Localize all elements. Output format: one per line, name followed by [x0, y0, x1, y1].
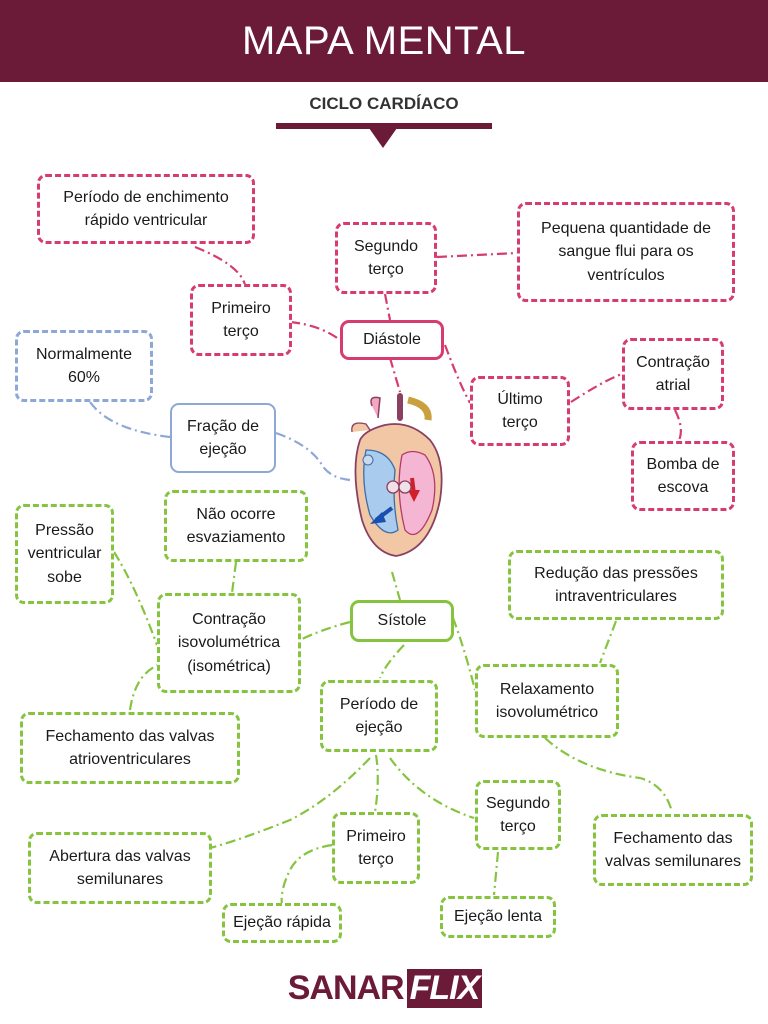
node-ejecao-rapida: Ejeção rápida: [222, 903, 342, 943]
connector-diastole-ultimo: [443, 344, 471, 404]
node-periodo-enchimento: Período de enchimento rápido ventricular: [37, 174, 255, 244]
node-nao-ocorre: Não ocorre esvaziamento: [164, 490, 308, 562]
node-contracao-isovolumetrica: Contração isovolumétrica (isométrica): [157, 593, 301, 693]
connector-periodo-segundo: [389, 757, 475, 820]
connector-periodo-primeiro: [373, 754, 379, 813]
node-bomba-escova: Bomba de escova: [631, 441, 735, 511]
node-sistole: Sístole: [350, 600, 454, 642]
connector-segundo-lenta: [492, 851, 500, 896]
node-fechamento-av: Fechamento das valvas atrioventriculares: [20, 712, 240, 784]
node-abertura-semilunares: Abertura das valvas semilunares: [28, 832, 212, 904]
node-contracao-atrial: Contração atrial: [622, 338, 724, 410]
connector-normalmente-fracao: [89, 401, 171, 439]
connector-contracao-bomba: [674, 409, 682, 443]
node-normalmente: Normalmente 60%: [15, 330, 153, 402]
connector-diastole-heart: [388, 357, 402, 393]
connector-fechamento-contracao: [128, 663, 159, 711]
connector-primeiro-rapida: [280, 843, 333, 906]
connector-primeiro-diastole: [289, 320, 341, 341]
connector-sistole-contracao: [299, 620, 351, 641]
connector-segundo-diastole: [383, 293, 392, 321]
connector-reducao-relaxamento: [598, 620, 618, 664]
connector-heart-sistole: [390, 571, 402, 601]
connector-sistole-relaxamento: [451, 617, 477, 691]
connector-relaxamento-fechamento: [544, 737, 674, 813]
connector-sistole-periodo: [378, 644, 405, 679]
node-diastole: Diástole: [340, 320, 444, 360]
connector-pressao-contracao: [113, 551, 159, 646]
connector-fracao-heart: [275, 431, 351, 482]
page-title: MAPA MENTAL: [241, 18, 527, 63]
node-pressao-ventricular: Pressão ventricular sobe: [15, 504, 114, 604]
brand-logo-part1: SANAR: [287, 968, 405, 1007]
node-fechamento-semilunares: Fechamento das valvas semilunares: [593, 814, 753, 886]
connector-enchimento-primeiro: [194, 245, 247, 286]
subtitle-arrow-icon: [369, 128, 397, 148]
node-pequena-quantidade: Pequena quantidade de sangue flui para o…: [517, 202, 735, 302]
connector-naoocorre-contracao: [230, 561, 238, 594]
section-subtitle: CICLO CARDÍACO: [309, 94, 459, 113]
connector-periodo-abertura: [209, 757, 371, 850]
node-primeiro-terco-diastole: Primeiro terço: [190, 284, 292, 356]
node-primeiro-terco-sistole: Primeiro terço: [332, 812, 420, 884]
connector-ultimo-contracao: [570, 372, 623, 403]
node-ultimo-terco: Último terço: [470, 376, 570, 446]
node-segundo-terco-diastole: Segundo terço: [335, 222, 437, 294]
node-segundo-terco-sistole: Segundo terço: [475, 780, 561, 850]
node-fracao-ejecao: Fração de ejeção: [170, 403, 276, 473]
node-reducao-pressoes: Redução das pressões intraventriculares: [508, 550, 724, 620]
connector-segundo-pequena: [436, 251, 518, 259]
node-relaxamento: Relaxamento isovolumétrico: [475, 664, 619, 738]
node-ejecao-lenta: Ejeção lenta: [440, 896, 556, 938]
heart-illustration-icon: [351, 393, 443, 557]
subtitle-underline: [276, 123, 492, 129]
node-periodo-ejecao: Período de ejeção: [320, 680, 438, 752]
brand-logo-part2: FLIX: [406, 968, 483, 1008]
header-banner: MAPA MENTAL: [0, 0, 768, 82]
